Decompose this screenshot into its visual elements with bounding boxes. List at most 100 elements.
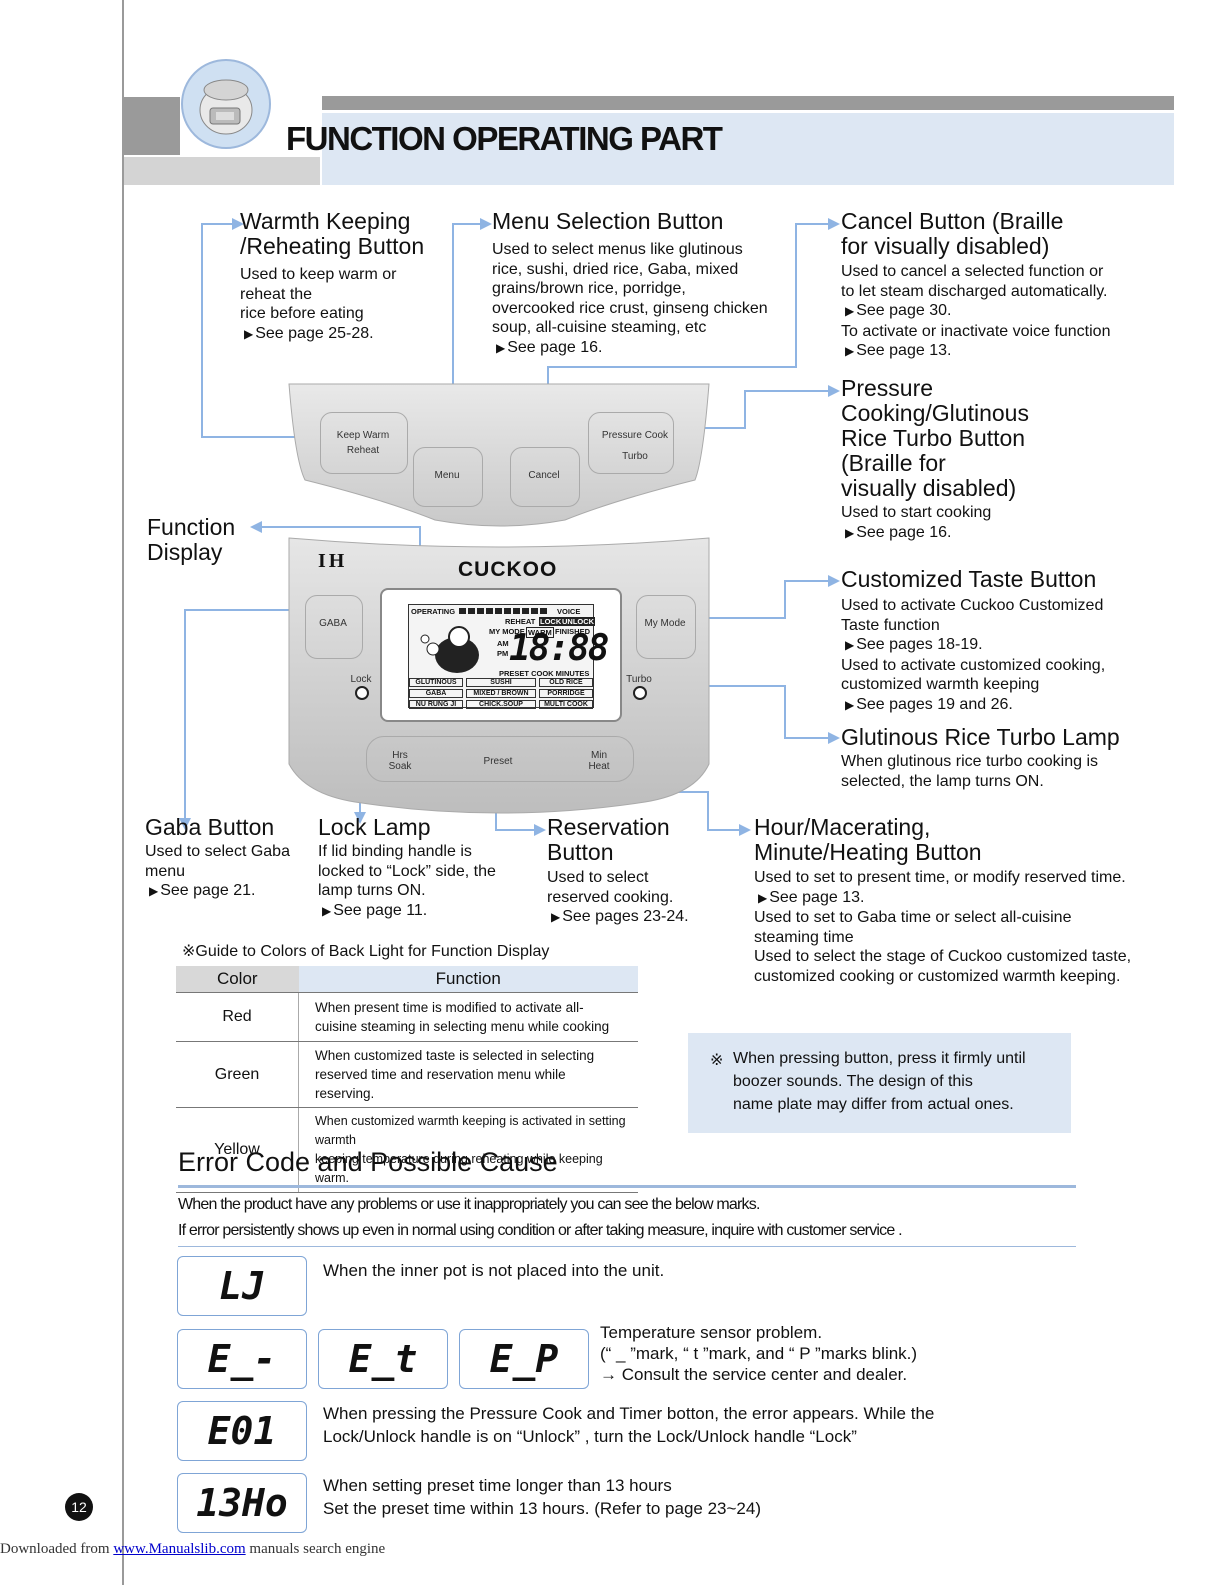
pressure-cook-label: Pressure Cook bbox=[601, 430, 669, 441]
menu-label: Menu bbox=[434, 470, 460, 481]
lcd-lock: LOCK bbox=[539, 617, 563, 626]
cuckoo-logo: CUCKOO bbox=[458, 558, 558, 581]
error-description-line: When setting preset time longer than 13 … bbox=[323, 1476, 672, 1495]
taste-line: customized warmth keeping bbox=[841, 676, 1040, 693]
pressure-page-ref: See page 16. bbox=[845, 524, 951, 541]
menu-line: Used to select menus like glutinous bbox=[492, 241, 743, 258]
lcd-progress bbox=[459, 608, 547, 614]
pressure-heading: Cooking/Glutinous bbox=[841, 400, 1029, 426]
reservation-heading-1: Reservation bbox=[547, 814, 670, 840]
turbo-lamp bbox=[633, 686, 647, 700]
lock-section: Lock Lamp If lid binding handle is locke… bbox=[318, 815, 496, 921]
error-description-line: Lock/Unlock handle is on “Unlock” , turn… bbox=[323, 1427, 857, 1446]
cancel-button[interactable] bbox=[510, 447, 580, 507]
table-row: Red When present time is modified to act… bbox=[176, 992, 638, 1042]
keep-warm-label: Keep Warm bbox=[336, 430, 390, 441]
menu-button[interactable] bbox=[413, 447, 483, 507]
ih-logo: IH bbox=[318, 550, 348, 572]
keep-warm-button[interactable] bbox=[320, 412, 408, 474]
error-description-line: → Consult the service center and dealer. bbox=[600, 1365, 908, 1384]
function-display-heading-1: Function bbox=[147, 514, 236, 540]
menu-section: Menu Selection Button Used to select men… bbox=[492, 209, 768, 358]
banner-strip bbox=[124, 157, 320, 185]
menu-page-ref: See page 16. bbox=[496, 339, 602, 356]
lcd-menu-item: CHICK.SOUP bbox=[466, 700, 536, 709]
my-mode-button[interactable] bbox=[636, 595, 696, 659]
note-mark: ※ bbox=[710, 1052, 724, 1069]
banner-background bbox=[322, 113, 1174, 185]
error-intro-line: When the product have any problems or us… bbox=[178, 1196, 760, 1213]
error-intro-line: If error persistently shows up even in n… bbox=[178, 1222, 903, 1239]
reservation-page-ref: See pages 23-24. bbox=[551, 908, 689, 925]
min-label: Min bbox=[590, 750, 608, 761]
lcd-pm: PM bbox=[497, 649, 509, 658]
taste-line: Used to activate customized cooking, bbox=[841, 656, 1106, 674]
download-footer: Downloaded from www.Manualslib.com manua… bbox=[0, 1541, 385, 1558]
margin-rule bbox=[122, 0, 124, 1585]
turbo-lamp-line: When glutinous rice turbo cooking is bbox=[841, 753, 1099, 770]
lcd-time: 18:88 bbox=[509, 628, 609, 669]
reservation-heading-2: Button bbox=[547, 839, 614, 865]
my-mode-label: My Mode bbox=[644, 618, 686, 629]
hour-heading-2: Minute/Heating Button bbox=[754, 839, 982, 865]
warmth-line: Used to keep warm or bbox=[240, 266, 397, 283]
taste-line: Used to activate Cuckoo Customized bbox=[841, 597, 1104, 614]
preset-button[interactable] bbox=[474, 744, 522, 776]
color-column-header: Color bbox=[176, 966, 299, 993]
cancel-line: Used to cancel a selected function or bbox=[841, 263, 1104, 280]
color-cell: Red bbox=[176, 992, 299, 1042]
gaba-button[interactable] bbox=[305, 595, 363, 659]
taste-page-ref-2: See pages 19 and 26. bbox=[845, 696, 1013, 713]
warmth-line: rice before eating bbox=[240, 305, 364, 322]
turbo-lamp-label: Turbo bbox=[626, 674, 652, 685]
warmth-heading-1: Warmth Keeping bbox=[240, 208, 411, 234]
turbo-lamp-line: selected, the lamp turns ON. bbox=[841, 772, 1044, 790]
hour-line: customized cooking or customized warmth … bbox=[754, 967, 1121, 985]
function-cell-line: keeping temperature during reheating whi… bbox=[315, 1152, 603, 1185]
cancel-heading-2: for visually disabled) bbox=[841, 233, 1050, 259]
error-divider bbox=[178, 1185, 1076, 1188]
error-description-line: Set the preset time within 13 hours. (Re… bbox=[323, 1499, 761, 1518]
lock-line: locked to “Lock” side, the bbox=[318, 862, 496, 880]
function-column-header: Function bbox=[298, 966, 638, 993]
pressure-heading: Pressure bbox=[841, 375, 934, 401]
banner-bar bbox=[322, 96, 1174, 110]
cancel-voice-ref: See page 13. bbox=[845, 342, 951, 359]
function-display-section: Function Display bbox=[147, 515, 235, 565]
lock-page-ref: See page 11. bbox=[322, 902, 427, 919]
color-cell: Yellow bbox=[176, 1107, 299, 1193]
lock-line: lamp turns ON. bbox=[318, 882, 426, 899]
bottom-button-row bbox=[366, 736, 634, 782]
pressure-line: Used to start cooking bbox=[841, 504, 992, 521]
lcd-voice: VOICE bbox=[557, 607, 581, 616]
hour-line: steaming time bbox=[754, 928, 854, 946]
note-line: When pressing button, press it firmly un… bbox=[733, 1050, 1026, 1067]
table-row: Yellow When customized warmth keeping is… bbox=[176, 1107, 638, 1193]
taste-page-ref: See pages 18-19. bbox=[845, 636, 983, 653]
pressure-section: Pressure Cooking/Glutinous Rice Turbo Bu… bbox=[841, 376, 1029, 543]
pressure-cook-button[interactable] bbox=[588, 412, 674, 474]
error-code-display: E_t bbox=[318, 1329, 448, 1389]
error-code-display: E01 bbox=[177, 1401, 307, 1461]
footer-prefix: Downloaded from bbox=[0, 1541, 110, 1557]
error-description: Temperature sensor problem. (“ _ ”mark, … bbox=[600, 1322, 917, 1385]
warmth-line: reheat the bbox=[240, 285, 313, 303]
gaba-line: Used to select Gaba bbox=[145, 843, 290, 860]
hour-soak-button[interactable] bbox=[376, 740, 424, 776]
note-line: name plate may differ from actual ones. bbox=[733, 1096, 1014, 1113]
upper-panel bbox=[288, 383, 710, 527]
pressure-heading: (Braille for bbox=[841, 450, 946, 476]
error-code-display: E_- bbox=[177, 1329, 307, 1389]
function-cell-line: cuisine steaming in selecting menu while… bbox=[315, 1019, 610, 1034]
gaba-heading: Gaba Button bbox=[145, 814, 275, 840]
error-description-line: (“ _ ”mark, “ t ”mark, and “ P ”marks bl… bbox=[600, 1344, 918, 1363]
gaba-line: menu bbox=[145, 862, 186, 880]
backlight-table: Color Function Red When present time is … bbox=[176, 966, 638, 1193]
manualslib-link[interactable]: www.Manualslib.com bbox=[113, 1541, 246, 1557]
hour-page-ref: See page 13. bbox=[758, 889, 864, 906]
lock-lamp bbox=[355, 686, 369, 700]
minute-heat-button[interactable] bbox=[576, 740, 624, 776]
reservation-line: reserved cooking. bbox=[547, 888, 674, 906]
cancel-voice-line: To activate or inactivate voice function bbox=[841, 322, 1111, 340]
cancel-page-ref: See page 30. bbox=[845, 302, 951, 319]
